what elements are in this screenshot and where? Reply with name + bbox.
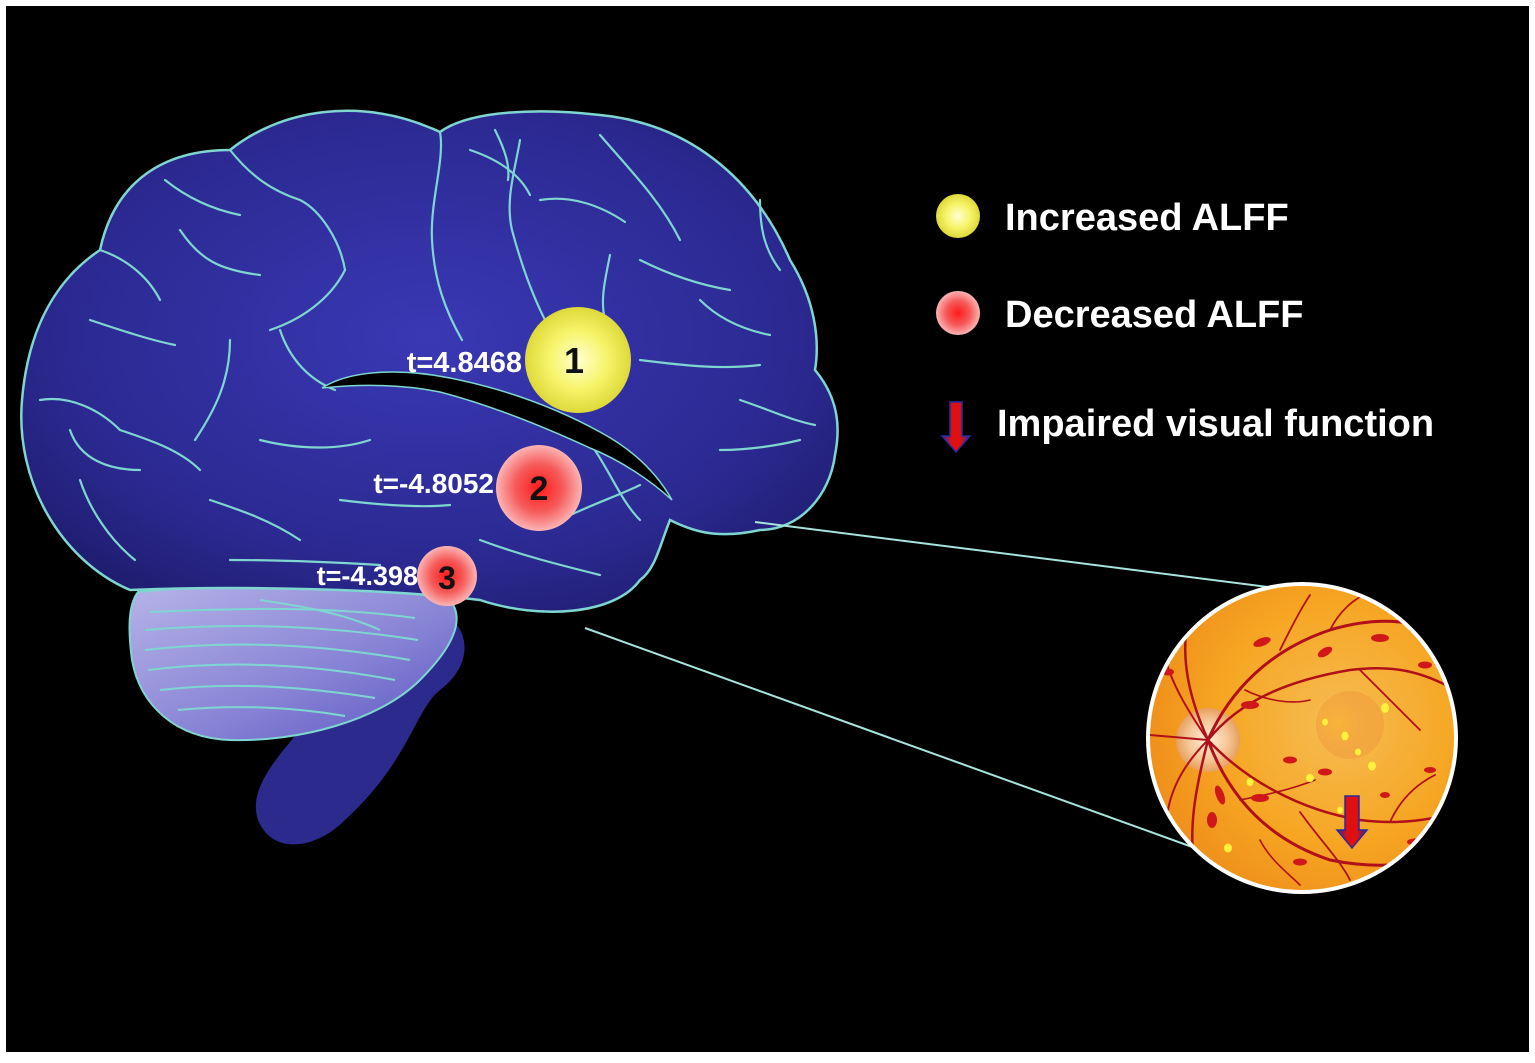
region-2-number: 2 bbox=[530, 470, 549, 508]
region-3-t-value: t=-4.398 bbox=[317, 561, 418, 591]
exudates bbox=[1224, 703, 1389, 853]
region-1-circle bbox=[525, 307, 631, 413]
cerebellum-folia bbox=[144, 599, 419, 717]
legend-decreased-label: Decreased ALFF bbox=[1005, 294, 1303, 336]
region-2-circle bbox=[496, 445, 582, 531]
region-1-number: 1 bbox=[564, 340, 584, 381]
legend-increased-icon bbox=[936, 194, 980, 238]
lateral-sulcus bbox=[321, 371, 673, 501]
region-marker-2: 2 t=-4.8052 bbox=[373, 445, 582, 531]
legend-impaired-label: Impaired visual function bbox=[997, 403, 1434, 445]
legend: Increased ALFF Decreased ALFF Impaired v… bbox=[936, 194, 1434, 454]
region-marker-3: 3 t=-4.398 bbox=[317, 546, 477, 606]
region-3-circle bbox=[417, 546, 477, 606]
retina-fundus bbox=[1146, 582, 1458, 894]
region-3-number: 3 bbox=[438, 560, 456, 596]
region-marker-1: 1 t=4.8468 bbox=[407, 307, 631, 413]
connector-line-bottom bbox=[584, 627, 1196, 849]
connector-line-top bbox=[754, 521, 1293, 591]
region-1-t-value: t=4.8468 bbox=[407, 347, 522, 379]
retina-impaired-arrow-icon bbox=[1335, 795, 1369, 850]
region-2-t-value: t=-4.8052 bbox=[373, 468, 494, 499]
brain-sulci bbox=[38, 128, 817, 577]
macula bbox=[1316, 691, 1384, 759]
legend-increased-label: Increased ALFF bbox=[1005, 197, 1289, 239]
legend-decreased-icon bbox=[936, 291, 980, 335]
legend-impaired-icon bbox=[940, 401, 972, 454]
